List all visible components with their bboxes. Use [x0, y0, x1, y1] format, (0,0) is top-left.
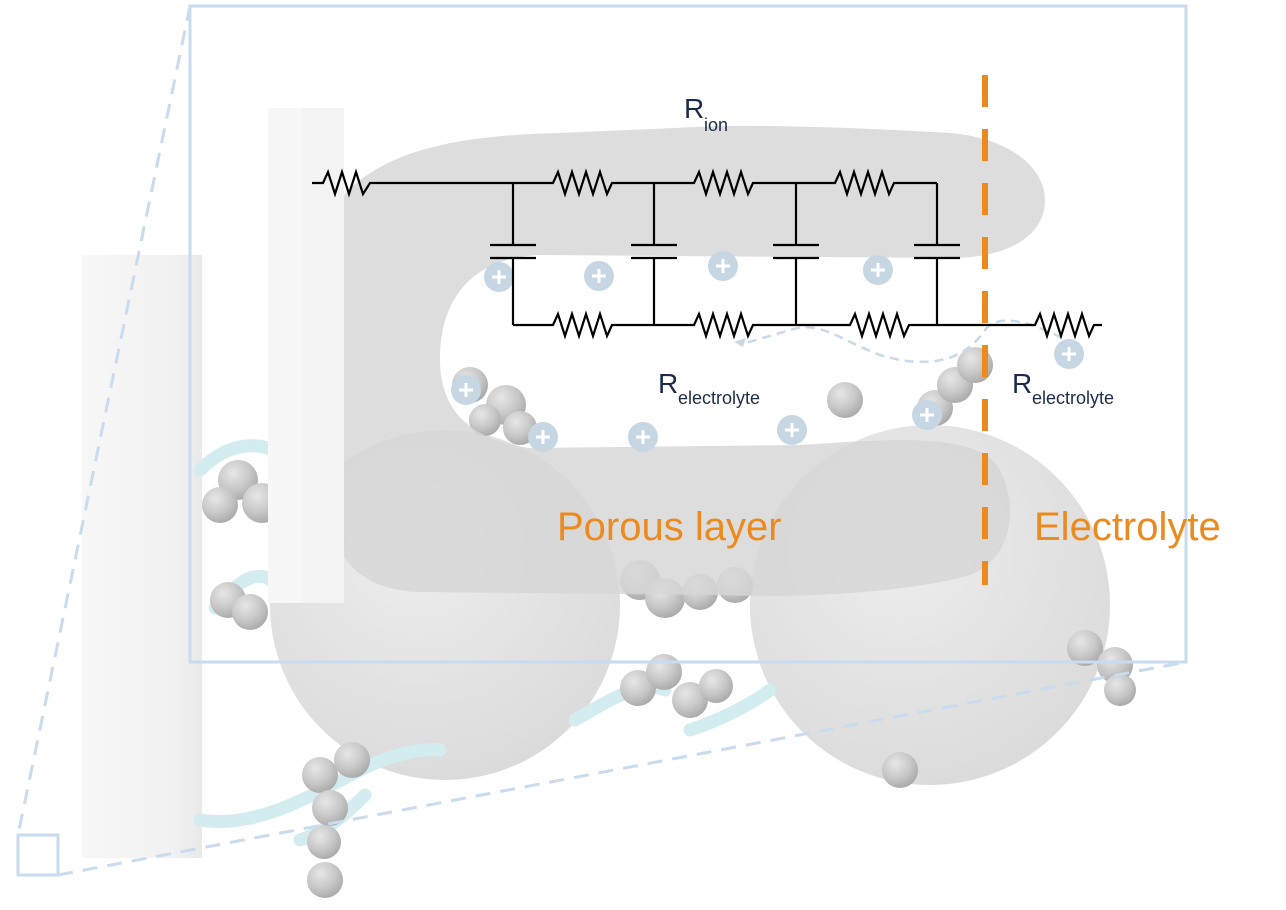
plus-circle-icon: [484, 262, 514, 292]
plus-circle-icon: [528, 422, 558, 452]
r-ion-main: R: [684, 93, 704, 124]
capacitor-branch-2: [631, 183, 677, 325]
capacitor-branch-3: [773, 183, 819, 325]
plus-circle-icon: [708, 251, 738, 281]
ions: [451, 251, 1084, 452]
electrolyte-label: Electrolyte: [1034, 505, 1221, 549]
zoom-box: [188, 4, 1188, 664]
current-collector-plate: [82, 255, 202, 858]
r-electrolyte-bulk-main: R: [1012, 368, 1032, 399]
plus-circle-icon: [1054, 339, 1084, 369]
plus-circle-icon: [451, 375, 481, 405]
r-electrolyte-porous-sub: electrolyte: [678, 388, 760, 408]
label-r-electrolyte-porous: R electrolyte: [658, 368, 760, 408]
porous-particle-shape: [322, 125, 1045, 596]
zoom-frame: [16, 4, 1188, 877]
transmission-line-circuit: [312, 168, 1102, 340]
electrolyte-rail: [513, 310, 1102, 340]
porous-layer-label: Porous layer: [557, 505, 782, 549]
r-electrolyte-bulk-sub: electrolyte: [1032, 388, 1114, 408]
capacitor-branch-4: [914, 183, 960, 325]
plus-circle-icon: [777, 415, 807, 445]
label-r-electrolyte-bulk: R electrolyte: [1012, 368, 1114, 408]
plus-circle-icon: [912, 400, 942, 430]
r-ion-sub: ion: [704, 115, 728, 135]
ion-rail: [312, 168, 937, 198]
zoom-origin-box: [16, 833, 60, 877]
zoom-line-bottom: [57, 660, 1187, 877]
plus-circle-icon: [863, 255, 893, 285]
zoom-line-top: [16, 5, 192, 836]
capacitor-branch-1: [490, 183, 536, 325]
label-r-ion: R ion: [684, 93, 728, 135]
r-electrolyte-porous-main: R: [658, 368, 678, 399]
ion-path-arrow: [739, 319, 1076, 364]
plus-circle-icon: [628, 422, 658, 452]
plus-circle-icon: [584, 261, 614, 291]
